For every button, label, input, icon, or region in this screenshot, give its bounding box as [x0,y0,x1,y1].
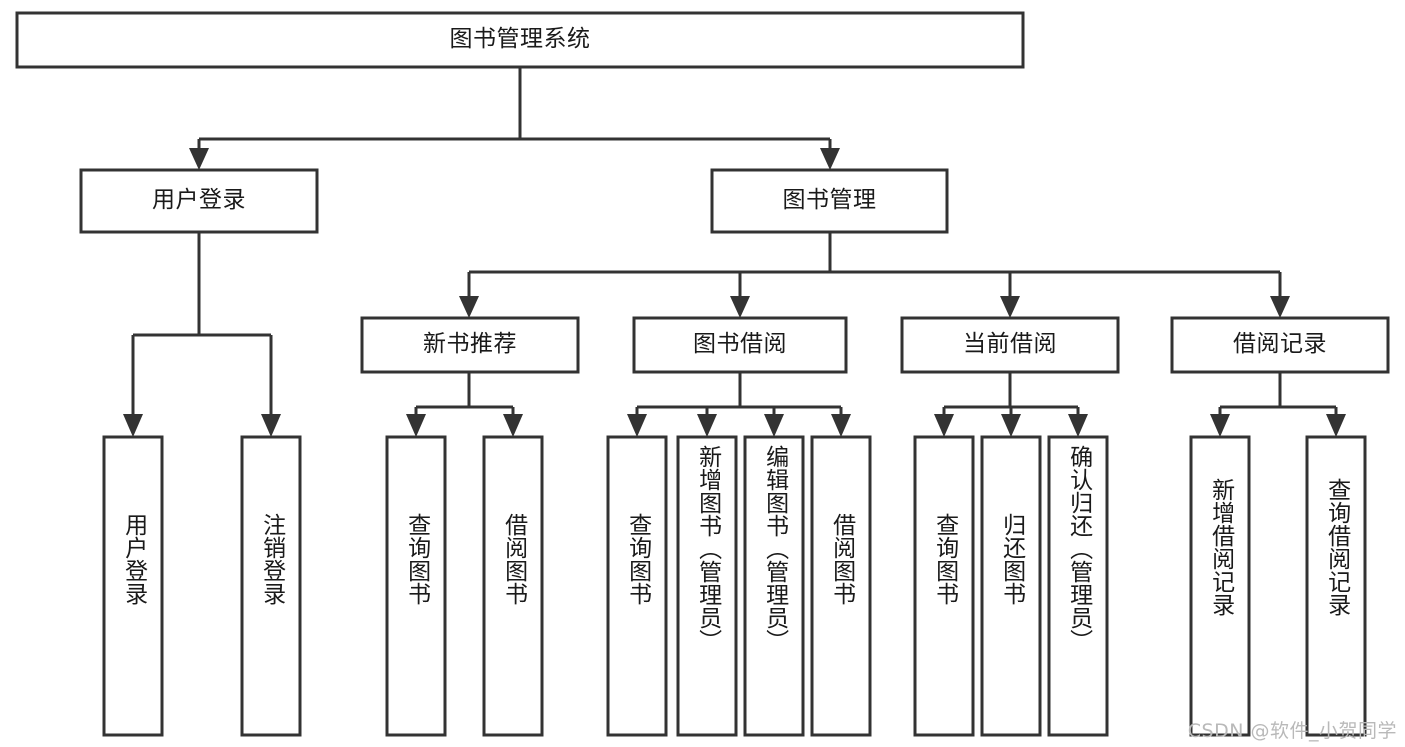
node-user-login[interactable] [79,168,319,234]
arrowhead-leaf-add-book [697,414,717,437]
arrowhead-user-login [189,148,209,170]
node-leaf-query-book-1[interactable] [385,435,447,737]
arrowhead-book-borrow [730,296,750,318]
node-borrow-record[interactable] [1170,316,1390,374]
arrowhead-leaf-return-book [1001,414,1021,437]
node-current-borrow[interactable] [900,316,1120,374]
arrowhead-book-management [820,148,840,170]
arrowhead-leaf-user-login [123,414,143,437]
node-leaf-query-book-3[interactable] [913,435,975,737]
arrowhead-leaf-query-book-3 [934,414,954,437]
node-leaf-return-book[interactable] [980,435,1042,737]
node-leaf-confirm-return[interactable] [1047,435,1109,737]
arrowhead-leaf-user-logout [261,414,281,437]
node-leaf-user-login[interactable] [102,435,164,737]
arrowhead-leaf-query-record [1326,414,1346,437]
node-leaf-query-book-2[interactable] [606,435,668,737]
node-leaf-borrow-book-2[interactable] [810,435,872,737]
arrowhead-new-book-recommend [459,296,479,318]
arrowhead-leaf-add-record [1210,414,1230,437]
arrowhead-leaf-borrow-book-2 [831,414,851,437]
arrowhead-current-borrow [1000,296,1020,318]
node-book-borrow[interactable] [632,316,848,374]
node-leaf-borrow-book-1[interactable] [482,435,544,737]
arrowhead-borrow-record [1270,296,1290,318]
node-leaf-add-record[interactable] [1189,435,1251,737]
node-leaf-user-logout[interactable] [240,435,302,737]
node-book-management[interactable] [710,168,949,234]
arrowhead-leaf-confirm-return [1068,414,1088,437]
arrowhead-leaf-borrow-book-1 [503,414,523,437]
arrowhead-leaf-edit-book [764,414,784,437]
node-leaf-edit-book[interactable] [743,435,805,737]
node-leaf-add-book[interactable] [676,435,738,737]
arrowhead-leaf-query-book-1 [406,414,426,437]
node-new-book-recommend[interactable] [360,316,580,374]
node-root[interactable] [15,11,1025,69]
arrowhead-leaf-query-book-2 [627,414,647,437]
node-leaf-query-record[interactable] [1305,435,1367,737]
